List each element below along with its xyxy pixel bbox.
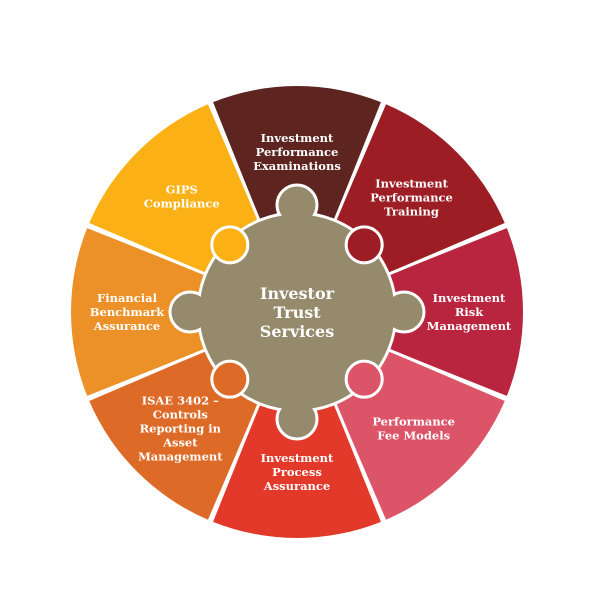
center-notch	[210, 359, 250, 399]
center-fill	[199, 214, 395, 410]
center-knobs	[168, 183, 426, 441]
center-notch	[344, 225, 384, 265]
center-notch	[344, 359, 384, 399]
center-puzzle-piece	[168, 183, 426, 441]
center-notch	[210, 225, 250, 265]
center-notches	[210, 225, 384, 399]
